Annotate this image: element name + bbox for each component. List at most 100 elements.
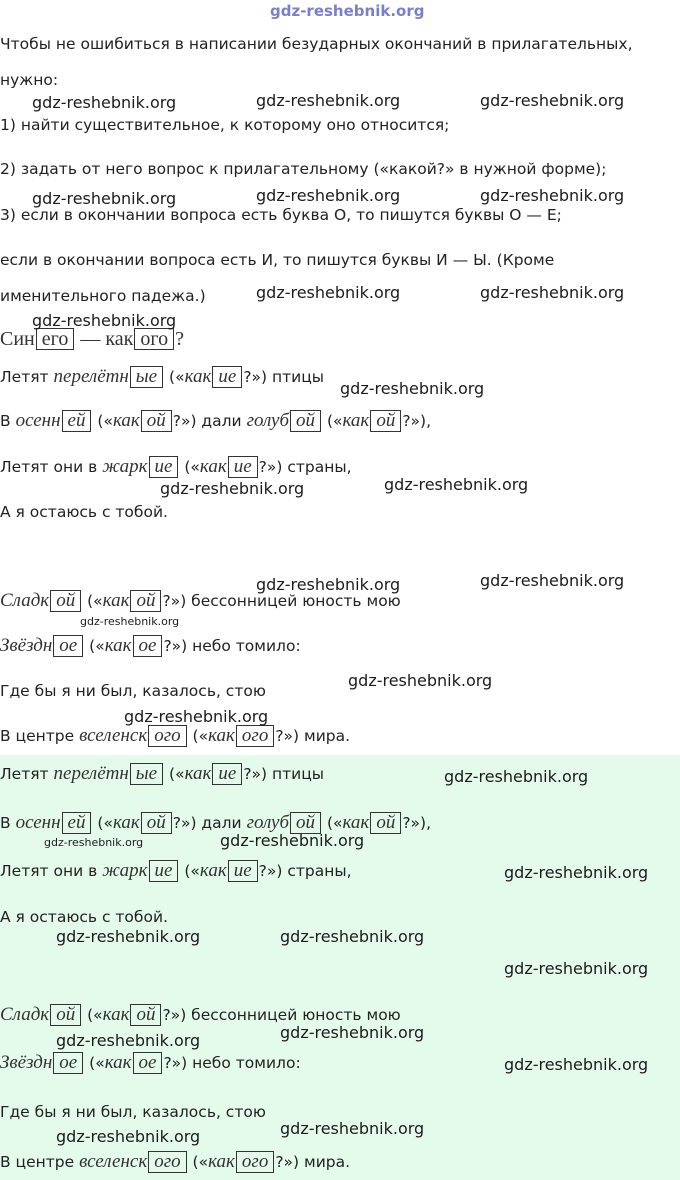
watermark: gdz-reshebnik.org [280, 1023, 425, 1042]
poem-ending: ое [53, 1052, 84, 1074]
watermark: gdz-reshebnik.org [340, 379, 485, 398]
poem-text: ?») бессонницей юность мою [162, 592, 401, 610]
watermark: gdz-reshebnik.org [480, 91, 625, 110]
watermark: gdz-reshebnik.org [160, 479, 305, 498]
rule-line-1: Чтобы не ошибиться в написании безударны… [0, 35, 633, 53]
example-question-ending: ого [134, 328, 175, 350]
watermark: gdz-reshebnik.org [504, 959, 649, 978]
watermark: gdz-reshebnik.org [480, 186, 625, 205]
poem-ending: ей [61, 410, 92, 432]
poem-text: В [0, 412, 16, 430]
watermark: gdz-reshebnik.org [444, 767, 589, 786]
watermark: gdz-reshebnik.org [56, 927, 201, 946]
poem-ending: ие [148, 860, 179, 882]
poem-question-ending: ой [370, 410, 402, 432]
poem-stem: осенн [15, 410, 61, 431]
poem-text: (« [187, 727, 209, 745]
poem-text: (« [322, 814, 343, 832]
poem-text: ?»), [402, 814, 431, 832]
site-watermark-header: gdz-reshebnik.org [270, 2, 425, 20]
poem-text: (« [84, 1054, 105, 1072]
watermark: gdz-reshebnik.org [280, 927, 425, 946]
poem-text: В [0, 814, 16, 832]
poem-stem: жарк [102, 860, 148, 881]
watermark: gdz-reshebnik.org [80, 615, 180, 628]
poem-text: (« [82, 592, 103, 610]
poem-text: (« [84, 637, 105, 655]
poem-line: Где бы я ни был, казалось, стою [0, 682, 266, 700]
watermark: gdz-reshebnik.org [124, 707, 269, 726]
poem-stem: перелётн [53, 763, 129, 784]
poem-stem: голуб [246, 410, 290, 431]
poem-question: как [184, 366, 212, 387]
example-stem: Син [0, 328, 35, 350]
poem-text: ?») страны, [258, 458, 352, 476]
poem-ending: ого [148, 725, 187, 747]
poem-question: как [208, 725, 235, 746]
watermark: gdz-reshebnik.org [56, 1127, 201, 1146]
poem-stem: Сладк [0, 590, 50, 611]
example-question-word: — как [80, 328, 134, 350]
poem-stem: перелётн [53, 366, 129, 387]
poem-question: как [342, 812, 370, 833]
poem-question-ending: ие [227, 456, 258, 478]
poem-line: Где бы я ни был, казалось, стою [0, 1103, 266, 1121]
poem-question: как [112, 410, 140, 431]
poem-text: (« [82, 1006, 103, 1024]
poem-text: (« [179, 862, 200, 880]
poem-question-ending: ое [132, 635, 163, 657]
poem-question: как [104, 635, 132, 656]
poem-text: (« [164, 765, 185, 783]
poem-question: как [102, 590, 130, 611]
poem-ending: ое [53, 635, 84, 657]
poem-question-ending: ие [227, 860, 258, 882]
poem-question: как [342, 410, 370, 431]
poem-text: В центре [0, 1153, 80, 1171]
watermark: gdz-reshebnik.org [44, 836, 144, 849]
poem-text: (« [322, 412, 343, 430]
poem-ending: ие [148, 456, 179, 478]
poem-text: (« [92, 814, 113, 832]
poem-text: (« [187, 1153, 209, 1171]
poem-question-ending: ой [130, 1004, 162, 1026]
rule-line-6: если в окончании вопроса есть И, то пишу… [0, 251, 555, 269]
watermark: gdz-reshebnik.org [384, 475, 529, 494]
watermark: gdz-reshebnik.org [280, 1119, 425, 1138]
rule-line-7: именительного падежа.) [0, 287, 206, 305]
poem-question: как [112, 812, 140, 833]
poem-stem: осенн [15, 812, 61, 833]
answer-highlight [0, 755, 680, 1180]
poem-text: Летят [0, 765, 54, 783]
poem-question: как [199, 456, 227, 477]
watermark: gdz-reshebnik.org [32, 189, 177, 208]
poem-text: ?») птицы [243, 765, 325, 783]
poem-question-ending: ие [212, 366, 243, 388]
rule-line-4: 2) задать от него вопрос к прилагательно… [0, 160, 607, 178]
poem-text: (« [92, 412, 113, 430]
poem-question-ending: ой [140, 410, 172, 432]
poem-question-ending: ой [370, 812, 402, 834]
poem-stem: вселенск [79, 725, 148, 746]
poem-question: как [208, 1151, 235, 1172]
poem-text: ?») мира. [275, 1153, 351, 1171]
poem-question-ending: ой [130, 590, 162, 612]
watermark: gdz-reshebnik.org [504, 1055, 649, 1074]
watermark: gdz-reshebnik.org [256, 283, 401, 302]
watermark: gdz-reshebnik.org [56, 1031, 201, 1050]
poem-text: В центре [0, 727, 80, 745]
poem-line: А я остаюсь с тобой. [0, 908, 168, 926]
poem-ending: ые [129, 366, 164, 388]
poem-line: А я остаюсь с тобой. [0, 503, 168, 521]
poem-stem: Звёздн [0, 635, 53, 656]
rule-line-5: 3) если в окончании вопроса есть буква О… [0, 206, 562, 224]
